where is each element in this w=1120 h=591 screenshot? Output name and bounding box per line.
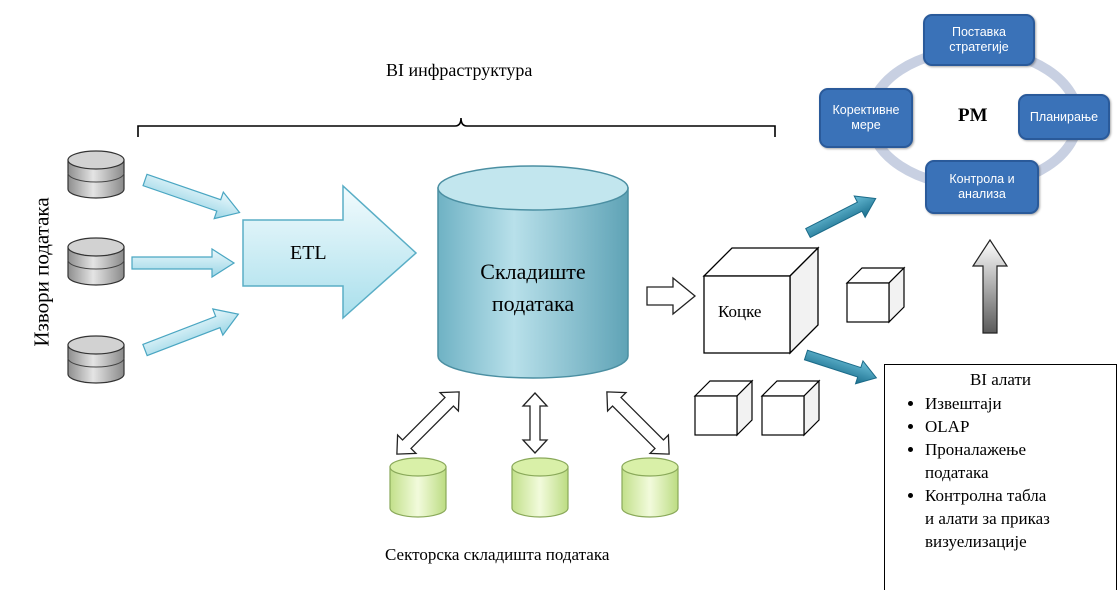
warehouse-label-line2: података: [491, 291, 575, 316]
bi-infrastructure-title: BI инфраструктура: [386, 60, 533, 80]
mart-double-arrow-right: [606, 391, 670, 455]
bi-tool-dashboards-line1: Контролна табла: [925, 486, 1047, 505]
mart-double-arrow-center: [521, 392, 549, 454]
etl-arrow: [242, 184, 418, 320]
pm-strategy-box: Поставка стратегије: [923, 14, 1035, 66]
bi-tools-box: BI алати Извештаји OLAP Проналажење пода…: [884, 364, 1117, 590]
mart-double-arrow-left: [396, 391, 460, 455]
small-cube-bottom-left: [693, 379, 754, 437]
cubes-to-pm-arrow: [805, 195, 877, 239]
etl-label: ETL: [290, 242, 327, 264]
source-database-3: [67, 335, 125, 384]
pm-planning-box: Планирање: [1018, 94, 1110, 140]
pm-center-label: PM: [958, 105, 988, 126]
bi-tool-reports: Извештаји: [925, 392, 1116, 415]
pm-control-box: Контрола и анализа: [925, 160, 1039, 214]
bi-tools-title: BI алати: [969, 370, 1032, 389]
source-database-2: [67, 237, 125, 286]
pm-planning-label: Планирање: [1029, 109, 1099, 124]
data-sources-label: Извори података: [29, 197, 54, 347]
bi-tool-dashboards-line2: и алати за приказ: [925, 509, 1050, 528]
pm-control-line1: Контрола и: [949, 172, 1015, 186]
source-arrow-1: [142, 173, 241, 220]
cubes-to-tools-arrow: [803, 349, 878, 385]
bi-tools-list: Извештаји OLAP Проналажење података Конт…: [885, 392, 1116, 553]
pm-corrective-line1: Корективне: [832, 103, 900, 117]
source-arrow-2: [131, 247, 236, 279]
large-cube: [702, 246, 820, 355]
source-database-1: [67, 150, 125, 199]
bi-tool-data-mining-line1: Проналажење: [925, 440, 1027, 459]
infrastructure-bracket: [137, 117, 776, 137]
bi-tool-dashboards: Контролна табла и алати за приказ визуел…: [925, 484, 1116, 553]
bi-tool-data-mining: Проналажење података: [925, 438, 1116, 484]
data-mart-3: [621, 457, 679, 518]
pm-strategy-line2: стратегије: [949, 40, 1009, 54]
bi-tool-data-mining-line2: података: [925, 463, 989, 482]
warehouse-to-cubes-arrow: [646, 276, 697, 316]
data-warehouse-cylinder: [437, 165, 629, 379]
bi-tool-dashboards-line3: визуелизације: [925, 532, 1027, 551]
bi-tool-olap: OLAP: [925, 415, 1116, 438]
source-arrow-3: [142, 308, 240, 357]
pm-corrective-line2: мере: [851, 118, 881, 132]
warehouse-label-line1: Складиште: [480, 259, 586, 284]
tools-to-pm-arrow: [971, 238, 1009, 334]
pm-strategy-line1: Поставка: [951, 25, 1007, 39]
data-mart-2: [511, 457, 569, 518]
small-cube-right: [845, 266, 906, 324]
small-cube-bottom-right: [760, 379, 821, 437]
data-mart-1: [389, 457, 447, 518]
pm-corrective-box: Корективне мере: [819, 88, 913, 148]
pm-control-line2: анализа: [958, 187, 1006, 201]
data-marts-label: Секторска складишта података: [385, 545, 610, 564]
cubes-label: Коцке: [718, 302, 762, 321]
